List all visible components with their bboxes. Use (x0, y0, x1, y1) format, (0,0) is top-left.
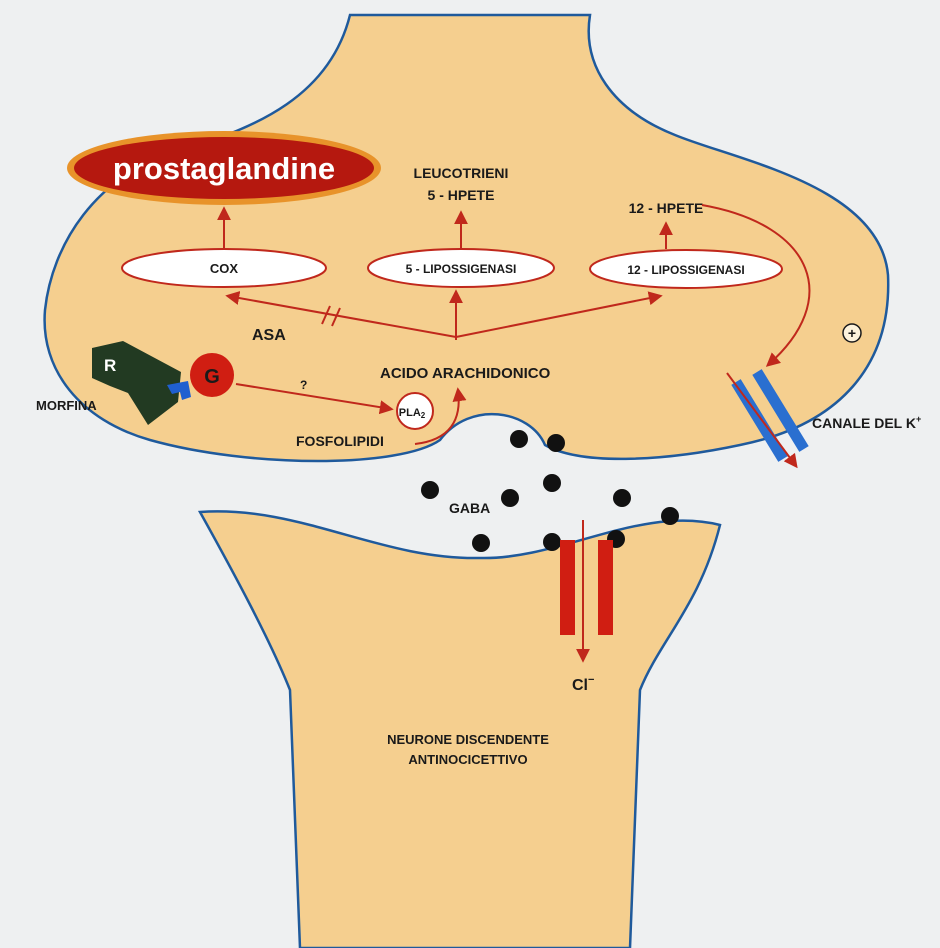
pla2-enzyme: PLA2 (397, 393, 433, 429)
asa-label: ASA (252, 327, 286, 344)
lipo12-label: 12 - LIPOSSIGENASI (627, 263, 744, 277)
cox-label: COX (210, 261, 239, 276)
hpete12-label: 12 - HPETE (629, 200, 704, 216)
plus-icon: + (843, 324, 861, 342)
g-protein-label: G (204, 366, 220, 388)
postsynaptic-neuron (200, 511, 720, 948)
leucotrieni-label: LEUCOTRIENI (414, 165, 509, 181)
hpete5-label: 5 - HPETE (428, 187, 495, 203)
canale-k-label: CANALE DEL K+ (812, 414, 921, 431)
morfina-label: MORFINA (36, 398, 97, 413)
plus-label: + (848, 325, 856, 341)
neurone-label-line2: ANTINOCICETTIVO (408, 752, 527, 767)
receptor-label: R (104, 356, 116, 375)
fosfolipidi-label: FOSFOLIPIDI (296, 433, 384, 449)
lipossigenasi-5-enzyme: 5 - LIPOSSIGENASI (368, 249, 554, 287)
pla2-subscript: 2 (421, 411, 426, 420)
lipo5-label: 5 - LIPOSSIGENASI (406, 262, 517, 276)
cox-enzyme: COX (122, 249, 326, 287)
neurone-label-line1: NEURONE DISCENDENTE (387, 732, 549, 747)
lipossigenasi-12-enzyme: 12 - LIPOSSIGENASI (590, 250, 782, 288)
prostaglandine-label: prostaglandine (113, 151, 335, 186)
acido-arachidonico-label: ACIDO ARACHIDONICO (380, 365, 551, 382)
prostaglandine-badge: prostaglandine (67, 131, 381, 205)
pla2-label: PLA (399, 407, 421, 419)
gaba-label: GABA (449, 500, 490, 516)
question-label: ? (300, 378, 307, 392)
g-protein: G (190, 353, 234, 397)
